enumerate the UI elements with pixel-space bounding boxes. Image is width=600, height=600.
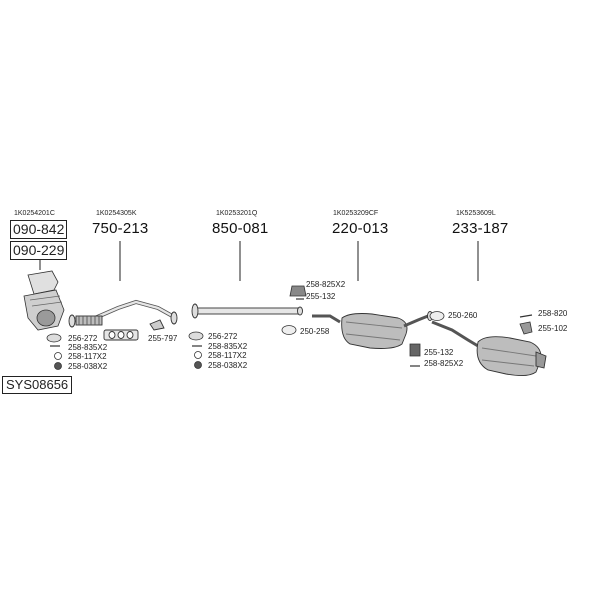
- washer-g3: [194, 351, 202, 359]
- flange-gasket-g1: [46, 333, 62, 343]
- accessory-g3-2[interactable]: 258-117X2: [208, 351, 247, 360]
- accessory-g3-1[interactable]: 258-835X2: [208, 342, 248, 351]
- accessory-left4-0[interactable]: 250-258: [300, 327, 330, 336]
- accessory-below4-0[interactable]: 255-132: [424, 348, 454, 357]
- accessory-right5-1[interactable]: 255-102: [538, 324, 568, 333]
- clamp-top4: [289, 285, 307, 297]
- accessory-top4-0[interactable]: 258-825X2: [306, 280, 346, 289]
- ring-250-258: [281, 325, 297, 335]
- bolt-258-820: [519, 314, 533, 318]
- part-number-233-187[interactable]: 233-187: [452, 220, 509, 237]
- accessory-below4-1[interactable]: 258-825X2: [424, 359, 464, 368]
- accessory-mid-0[interactable]: 250-260: [448, 311, 478, 320]
- nut-g3: [194, 361, 202, 369]
- system-code-label: SYS08656: [2, 376, 73, 394]
- accessory-g3-3[interactable]: 258-038X2: [208, 361, 248, 370]
- catalytic-converter-drawing: [23, 270, 65, 331]
- accessory-s2-0[interactable]: 255-797: [148, 334, 178, 343]
- rear-silencer-drawing: [431, 320, 547, 377]
- front-pipe-drawing: [68, 299, 178, 341]
- accessory-right5-0[interactable]: 258-820: [538, 309, 568, 318]
- part-number-090-842[interactable]: 090-842: [10, 220, 68, 239]
- part-number-220-013[interactable]: 220-013: [332, 220, 389, 237]
- nut-g1: [54, 362, 62, 370]
- accessory-g1-0[interactable]: 256-272: [68, 334, 98, 343]
- part-number-090-229[interactable]: 090-229: [10, 241, 68, 260]
- washer-g1: [54, 352, 62, 360]
- part-number-850-081[interactable]: 850-081: [212, 220, 269, 237]
- accessory-g1-1[interactable]: 258-835X2: [68, 343, 108, 352]
- centre-pipe-drawing: [191, 303, 303, 319]
- oem-code-5: 1K5253609L: [456, 210, 496, 217]
- oem-code-4: 1K0253209CF: [333, 210, 379, 217]
- accessory-top4-1[interactable]: 255-132: [306, 292, 336, 301]
- ring-250-260: [429, 311, 445, 321]
- accessory-g1-3[interactable]: 258-038X2: [68, 362, 108, 371]
- rubber-mount-below4: [409, 343, 421, 357]
- accessory-g3-0[interactable]: 256-272: [208, 332, 238, 341]
- middle-silencer-drawing: [312, 311, 433, 349]
- oem-code-2: 1K0254305K: [96, 210, 137, 217]
- hanger-255-102: [519, 321, 533, 335]
- oem-code-3: 1K0253201Q: [216, 210, 258, 217]
- oem-code-1: 1K0254201C: [14, 210, 55, 217]
- part-number-750-213[interactable]: 750-213: [92, 220, 149, 237]
- flange-gasket-g3: [188, 331, 204, 341]
- accessory-g1-2[interactable]: 258-117X2: [68, 352, 107, 361]
- fittings-drawing: [46, 285, 533, 370]
